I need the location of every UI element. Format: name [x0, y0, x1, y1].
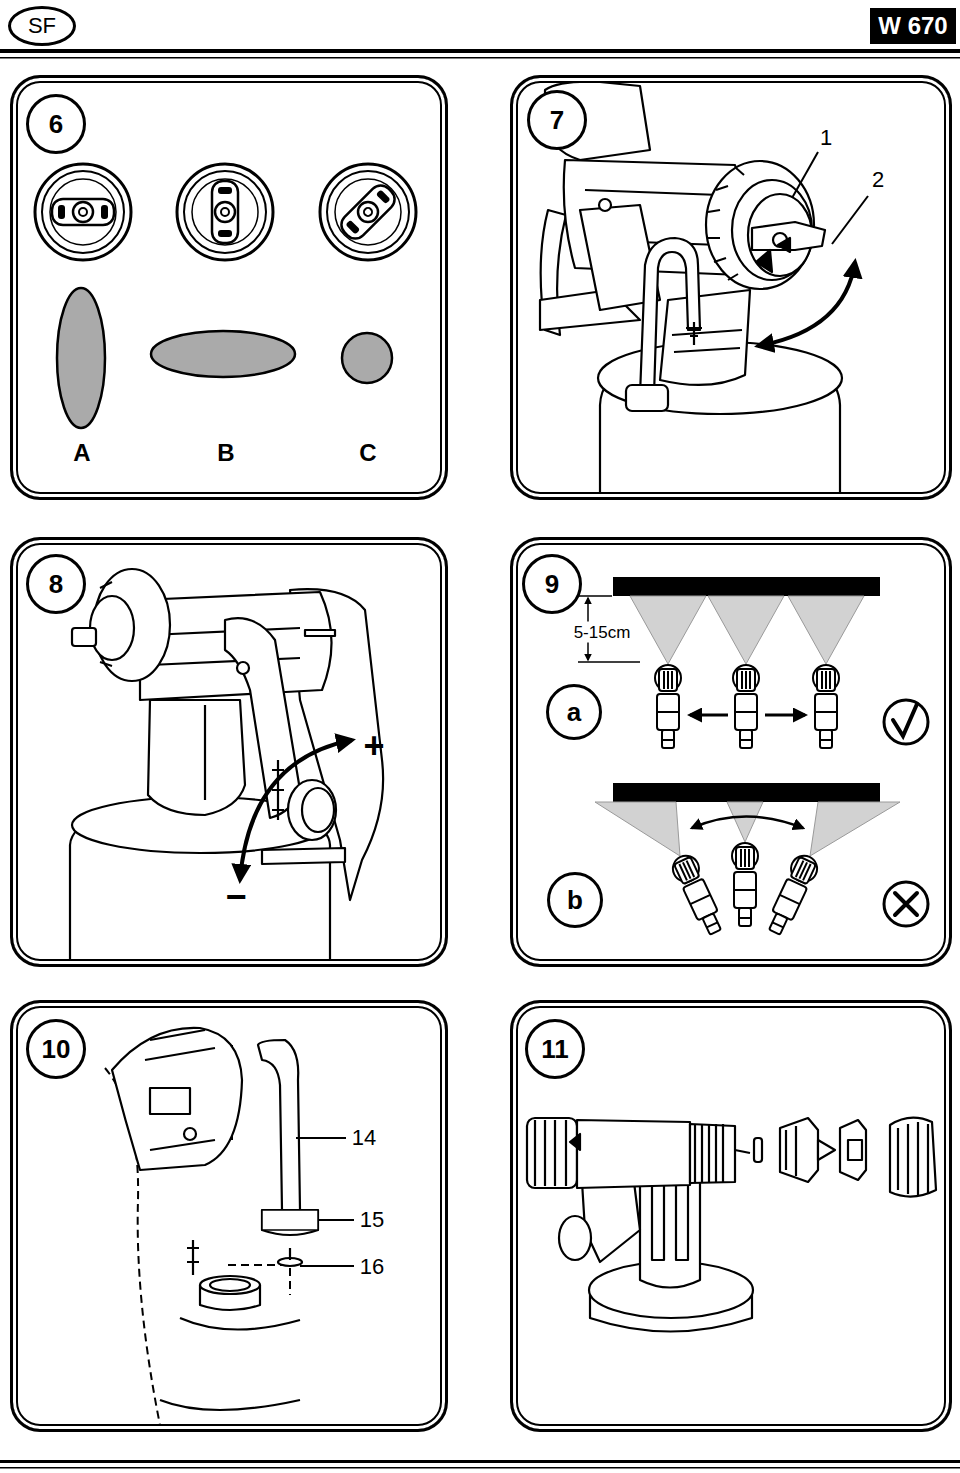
- pattern-letter: B: [217, 441, 234, 465]
- model-tag: W 670: [870, 8, 956, 44]
- callout-number: 14: [352, 1127, 376, 1149]
- brand-oval: SF: [8, 6, 76, 46]
- step-panel: 7: [510, 75, 952, 500]
- pattern-letter: A: [73, 441, 90, 465]
- step-number: 9: [522, 554, 582, 614]
- step-number: 11: [525, 1019, 585, 1079]
- dimension-label: 5-15cm: [573, 622, 632, 643]
- step-panel: 6: [10, 75, 448, 500]
- step-number: 8: [26, 554, 86, 614]
- step-number: 7: [527, 90, 587, 150]
- minus-sign: −: [225, 879, 246, 915]
- callout-number: 1: [820, 127, 832, 149]
- step-panel: 11: [510, 1000, 952, 1432]
- step-panel: 9 a b: [510, 537, 952, 967]
- callout-number: 15: [360, 1209, 384, 1231]
- pattern-letter: C: [359, 441, 376, 465]
- callout-number: 16: [360, 1256, 384, 1278]
- node-label: W 670: [878, 12, 947, 40]
- variant-circle: b: [547, 872, 603, 928]
- node-label: a: [567, 697, 581, 728]
- node-label: b: [567, 885, 583, 916]
- node-label: SF: [28, 13, 56, 39]
- plus-sign: +: [363, 728, 384, 764]
- callout-number: 2: [872, 169, 884, 191]
- variant-circle: a: [546, 684, 602, 740]
- step-number: 10: [26, 1019, 86, 1079]
- step-number: 6: [26, 94, 86, 154]
